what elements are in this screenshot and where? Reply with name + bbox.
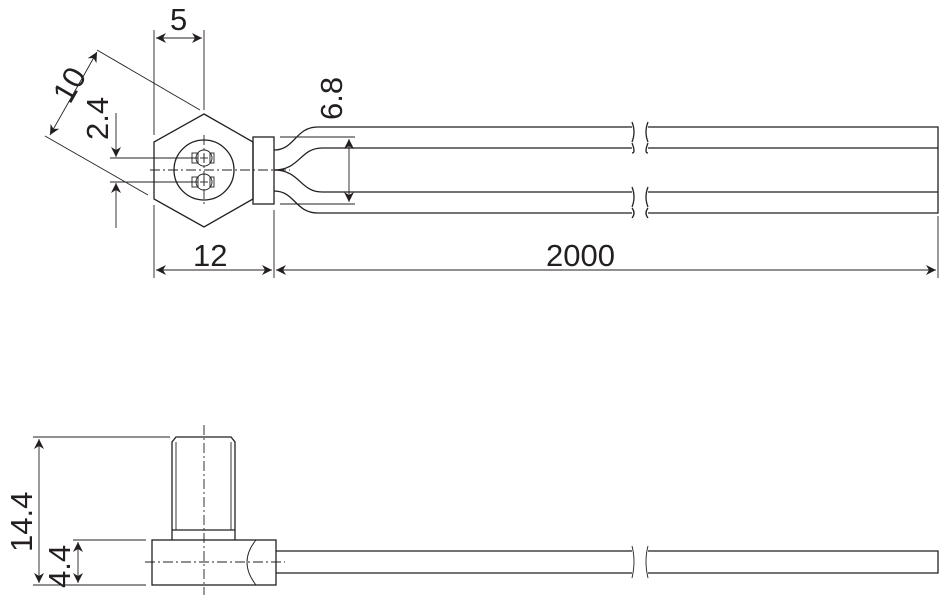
- dim-4.4: 4.4: [42, 545, 77, 588]
- dim-6.8: 6.8: [314, 77, 349, 120]
- hex-body: [153, 113, 254, 228]
- thread: [171, 436, 236, 530]
- cable-gland: [252, 136, 275, 205]
- dim-12: 12: [193, 238, 227, 273]
- dim-5: 5: [170, 2, 187, 37]
- top-view: 5 10 2.4 6.8 12 2000: [44, 2, 939, 278]
- dim-2000: 2000: [546, 238, 615, 273]
- side-view: 14.4 4.4: [4, 425, 939, 595]
- side-base: [151, 539, 277, 586]
- cables-top: [273, 121, 939, 219]
- cable-side: [276, 545, 939, 579]
- dim-2.4: 2.4: [80, 97, 115, 140]
- dim-14.4: 14.4: [4, 492, 39, 552]
